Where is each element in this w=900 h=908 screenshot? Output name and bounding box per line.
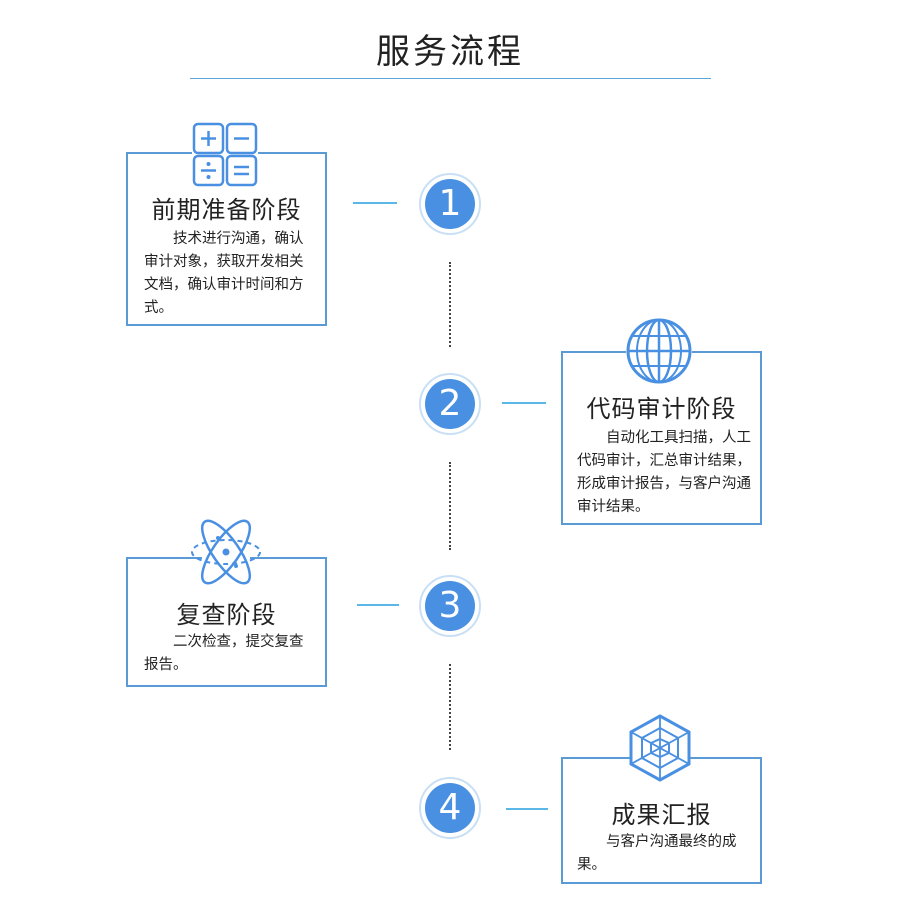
calculator-icon	[191, 121, 259, 191]
title-underline	[190, 78, 711, 79]
step-description: 技术进行沟通，确认审计对象，获取开发相关文档，确认审计时间和方式。	[144, 231, 304, 316]
timeline-connector	[449, 262, 451, 347]
step-connector	[502, 402, 546, 404]
step-title: 代码审计阶段	[586, 395, 737, 423]
step-connector	[506, 808, 548, 810]
step-number-badge: 3	[419, 575, 481, 637]
step-card-3: 复查阶段 二次检查，提交复查报告。	[126, 557, 327, 687]
step-connector	[353, 202, 397, 204]
step-title: 前期准备阶段	[151, 196, 302, 224]
page-title: 服务流程	[376, 32, 524, 72]
step-title: 成果汇报	[611, 801, 712, 829]
step-number-badge: 2	[419, 373, 481, 435]
step-number: 2	[425, 379, 475, 429]
timeline-connector	[449, 462, 451, 550]
hexagon-web-icon	[627, 714, 693, 786]
step-number-badge: 4	[419, 777, 481, 839]
step-title: 复查阶段	[176, 601, 277, 629]
step-connector	[357, 604, 399, 606]
step-number: 4	[425, 783, 475, 833]
step-number: 3	[425, 581, 475, 631]
step-description: 与客户沟通最终的成果。	[577, 834, 737, 873]
atom-icon	[188, 512, 264, 596]
step-description: 二次检查，提交复查报告。	[144, 634, 304, 673]
step-description: 自动化工具扫描，人工代码审计，汇总审计结果，形成审计报告，与客户沟通审计结果。	[577, 430, 751, 515]
step-number-badge: 1	[419, 173, 481, 235]
timeline-connector	[449, 664, 451, 750]
globe-icon	[624, 316, 694, 390]
step-number: 1	[425, 179, 475, 229]
